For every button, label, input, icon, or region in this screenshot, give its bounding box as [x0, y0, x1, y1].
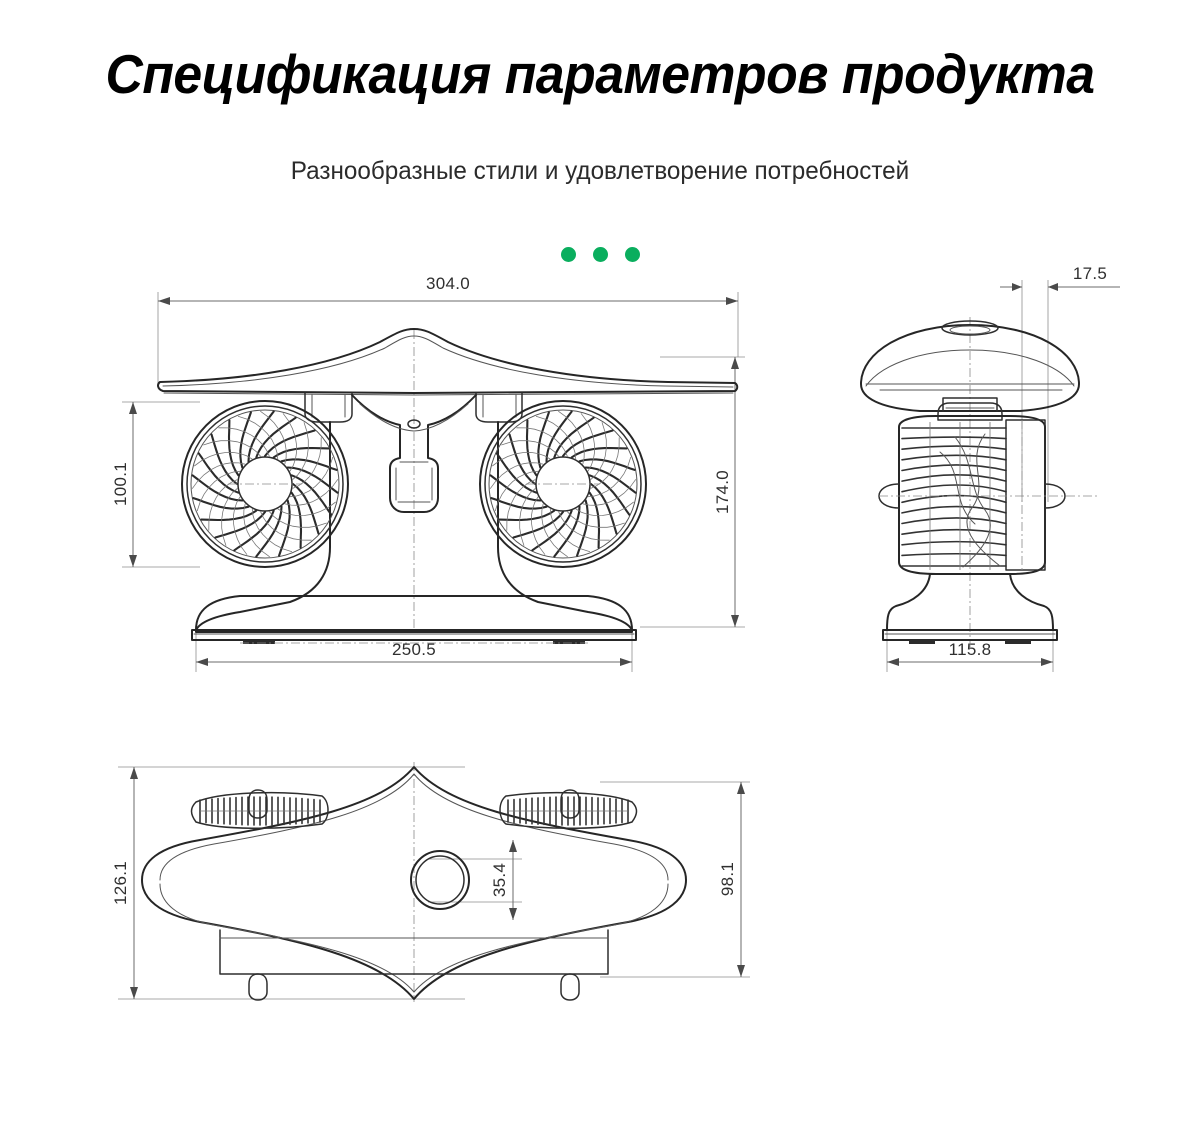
- dimension-label-top-depth-left: 126.1: [111, 861, 130, 905]
- dimension-label-front-base-width: 250.5: [392, 640, 436, 659]
- dimension-top-depth-right: 98.1: [600, 781, 750, 978]
- dimension-side-top-offset: 17.5: [1000, 264, 1120, 502]
- side-grille-body: [878, 414, 1100, 575]
- dimension-label-top-hole-dia: 35.4: [490, 863, 509, 897]
- front-view: 304.0 100.1 174.0: [111, 274, 745, 672]
- top-body-outline: [141, 765, 687, 1000]
- front-top-canopy: [157, 327, 739, 396]
- side-neck-joint: [937, 397, 1003, 421]
- dimension-label-front-width-top: 304.0: [426, 274, 470, 293]
- top-view: 126.1 35.4 98.1: [111, 761, 750, 1002]
- front-fan-left: [181, 399, 349, 631]
- dimension-front-fan-height: 100.1: [111, 401, 200, 568]
- page-title: Спецификация параметров продукта: [105, 43, 1095, 105]
- top-grille-ribs-right: [507, 795, 629, 826]
- front-center-body: [351, 393, 477, 513]
- decorative-dot-2: [592, 246, 608, 262]
- top-base-outline: [219, 929, 609, 1001]
- dimension-front-width-top: 304.0: [157, 274, 739, 387]
- dot-separator: [0, 186, 1200, 262]
- drawing-canvas: 304.0 100.1 174.0: [111, 264, 1120, 1002]
- fan-blades-left: [191, 410, 339, 558]
- side-base-pedestal: [882, 572, 1058, 644]
- side-top-dome: [860, 320, 1080, 412]
- top-grille-left: [190, 789, 329, 829]
- dimension-label-side-base-width: 115.8: [949, 640, 992, 659]
- technical-drawings: 304.0 100.1 174.0: [0, 262, 1200, 1062]
- front-neck-arms: [304, 392, 523, 423]
- dimension-front-total-height: 174.0: [640, 356, 745, 628]
- decorative-dot-3: [624, 246, 640, 262]
- top-grille-ribs-left: [199, 795, 321, 826]
- page-subtitle: Разнообразные стили и удовлетворение пот…: [290, 156, 910, 185]
- dimension-label-front-fan-height: 100.1: [111, 462, 130, 506]
- fan-blades-right: [489, 410, 637, 558]
- dimension-top-hole-dia: 35.4: [428, 839, 522, 920]
- decorative-dot-1: [560, 246, 576, 262]
- dimension-top-depth-left: 126.1: [111, 766, 465, 1000]
- top-center-hole: [410, 849, 470, 910]
- dimension-label-front-total-height: 174.0: [713, 470, 732, 514]
- dimension-label-top-depth-right: 98.1: [718, 862, 737, 896]
- dimension-side-base-width: 115.8: [886, 629, 1054, 672]
- top-grille-right: [499, 789, 638, 829]
- dimension-label-side-top-offset: 17.5: [1073, 264, 1107, 283]
- side-grille-ribs: [901, 421, 1007, 570]
- front-base-pedestal: [191, 594, 637, 644]
- page-header: Спецификация параметров продукта Разнооб…: [0, 0, 1200, 186]
- front-fan-right: [479, 399, 647, 631]
- side-view: 17.5 115.8: [860, 264, 1120, 672]
